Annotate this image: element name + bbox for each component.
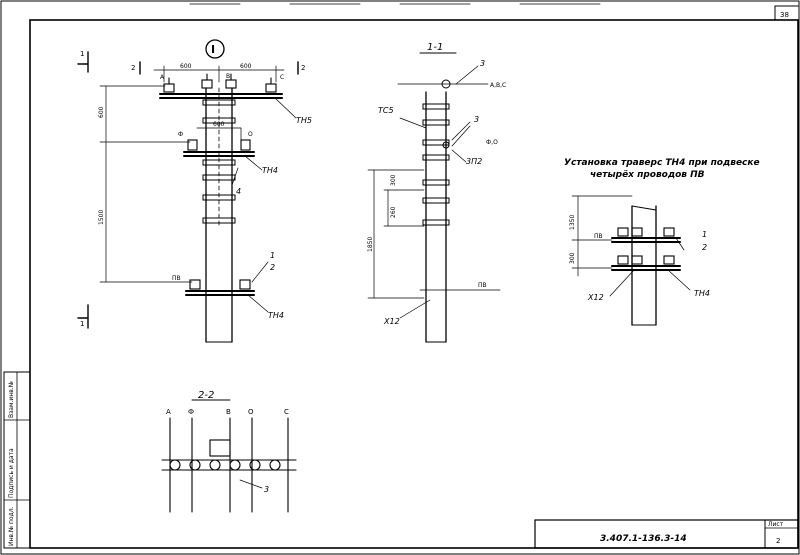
phase-o-label: О	[248, 131, 253, 138]
callout-1-main: 1	[270, 251, 275, 260]
tn4-top-label: ТН4	[262, 166, 278, 175]
phase-label-c: С	[284, 408, 289, 416]
section-1-1-view	[367, 52, 501, 343]
tn5-label: ТН5	[296, 116, 312, 125]
dim-600-mid: 600	[213, 121, 225, 128]
phase-fo: Ф,О	[486, 139, 498, 146]
phase-a-label: А	[160, 74, 165, 81]
dim-300-trav: 300	[569, 252, 576, 264]
phase-label-a: А	[166, 408, 171, 416]
dim-1850-sec: 1850	[367, 237, 374, 252]
dim-1350-trav: 1350	[569, 215, 576, 230]
zp2-label: 3П2	[466, 157, 482, 166]
callout-3-top: 3	[480, 59, 485, 68]
section-2-2-view	[161, 399, 297, 513]
title-block	[534, 519, 799, 549]
callout-4: 4	[236, 187, 241, 196]
side-stamp	[3, 371, 31, 549]
stamp-replace-inv: Взам.инв.№	[8, 381, 15, 418]
callout-2-main: 2	[270, 263, 275, 272]
doc-code: 3.407.1-136.3-14	[600, 534, 687, 544]
dim-600-right: 600	[240, 63, 252, 70]
page-number: 38	[780, 11, 789, 19]
callout-3-section-2: 3	[264, 485, 269, 494]
phase-label-o: О	[248, 408, 254, 416]
callout-2-trav: 2	[702, 243, 707, 252]
x12-label-sec: Х12	[383, 317, 400, 326]
section-1-bottom-label: 1	[80, 320, 84, 328]
dim-1500-vertical: 1500	[98, 210, 105, 225]
section-2-left-label: 2	[131, 64, 135, 72]
phase-label-b: В	[226, 408, 231, 416]
tn4-bottom-label: ТН4	[268, 311, 284, 320]
section-1-1-title: 1-1	[427, 42, 443, 53]
callout-1-trav: 1	[702, 230, 707, 239]
pv-label-trav: ПВ	[594, 233, 603, 240]
sheet-number: 2	[776, 537, 780, 545]
main-pole-view	[77, 39, 299, 343]
traverse-title-line2: четырёх проводов ПВ	[590, 170, 705, 180]
tn4-label-trav: ТН4	[694, 289, 710, 298]
section-1-top-label: 1	[80, 50, 84, 58]
phase-b-label: В	[226, 73, 230, 80]
dim-600-vertical: 600	[98, 106, 105, 118]
pv-label-main: ПВ	[172, 275, 181, 282]
pv-label-sec: ПВ	[478, 282, 487, 289]
stamp-signature: Подпись и дата	[8, 448, 15, 498]
phase-label-f: Ф	[188, 408, 194, 416]
section-2-2-title-visible: 2-2	[198, 390, 214, 401]
dim-260-sec: 260	[390, 206, 397, 218]
dim-600-left: 600	[180, 63, 192, 70]
tg5-label: ТС5	[378, 106, 394, 115]
phase-f-label: Ф	[178, 131, 183, 138]
traverse-title-line1: Установка траверс ТН4 при подвеске	[564, 158, 760, 168]
roman-numeral: I	[211, 43, 215, 56]
section-2-right-label: 2	[301, 64, 305, 72]
x12-label-trav: Х12	[587, 293, 604, 302]
sheet-label: Лист	[768, 521, 784, 528]
callout-3-mid: 3	[474, 115, 479, 124]
stamp-inv-no: Инв.№ подл.	[8, 506, 15, 546]
traverse-install-view	[571, 195, 691, 326]
dim-300-sec: 300	[390, 174, 397, 186]
phase-c-label: С	[280, 74, 284, 81]
phases-abc: А,В,С	[490, 82, 506, 89]
